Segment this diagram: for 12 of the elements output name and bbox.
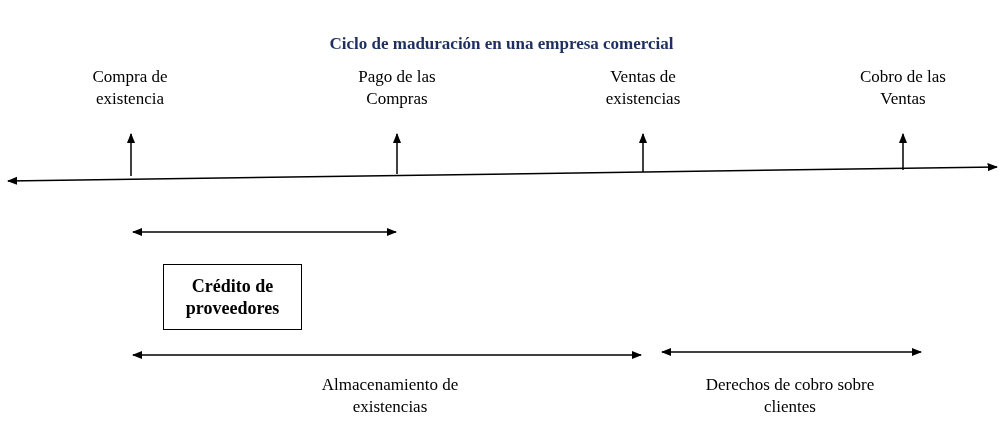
arrow [392, 132, 402, 175]
event-label: Cobro de las Ventas [843, 66, 963, 116]
arrow [638, 132, 648, 173]
span-label: Almacenamiento de existencias [320, 374, 460, 418]
event-label: Ventas de existencias [583, 66, 703, 116]
event-label: Compra de existencia [70, 66, 190, 116]
diagram-title: Ciclo de maduración en una empresa comercial [328, 34, 675, 54]
arrow [126, 132, 136, 177]
span-label: Derechos de cobro sobre clientes [704, 374, 876, 418]
arrow [898, 132, 908, 171]
event-label: Pago de las Compras [337, 66, 457, 116]
term-box: Crédito de proveedores [163, 264, 302, 330]
